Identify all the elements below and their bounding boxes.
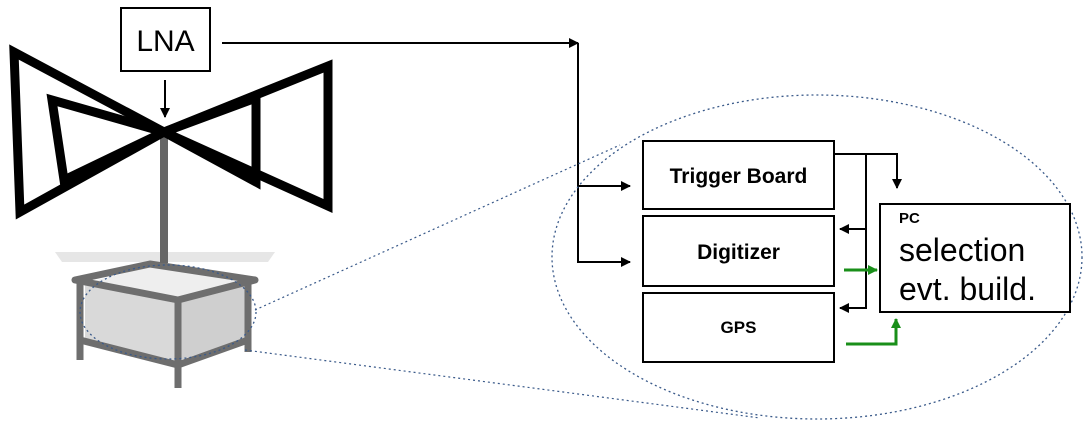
butterfly-antenna [9,44,333,220]
trigger-board-label: Trigger Board [670,165,808,188]
antenna-right-outer [152,59,333,213]
trigger-board-block: Trigger Board [642,140,835,210]
station-table [55,252,275,388]
table-side-face [175,283,245,362]
table-front-face [85,283,175,362]
lna-block: LNA [120,7,211,72]
trigger-board-box [642,140,835,210]
digitizer-block: Digitizer [642,215,835,287]
pc-line-evt-build: evt. build. [899,271,1036,307]
antenna-left-inner [46,93,177,187]
digitizer-box [642,215,835,287]
lna-box [120,7,211,72]
station-highlight-ellipse [79,264,257,360]
antenna-right-inner [153,91,261,190]
gps-block: GPS [642,292,835,363]
zoom-line-bottom [244,349,761,419]
pc-block: PC selection evt. build. [879,203,1071,313]
trigger-to-gps-arrow [839,229,867,313]
antenna-left-outer [9,44,174,220]
zoom-ellipse [551,94,1083,420]
zoom-line-top [254,144,621,311]
antenna-mast [160,133,168,263]
gps-box [642,292,835,363]
pc-title: PC [899,210,920,227]
signal-to-digitizer-arrow [577,43,631,267]
trigger-to-pc-arrow [834,153,902,189]
pc-line-selection: selection [899,232,1025,268]
gps-to-pc-arrow [846,318,901,346]
lna-label: LNA [136,25,194,58]
trigger-to-digitizer-arrow [839,154,867,234]
digitizer-label: Digitizer [697,241,780,264]
pc-box [879,203,1071,313]
gps-label: GPS [721,318,757,337]
